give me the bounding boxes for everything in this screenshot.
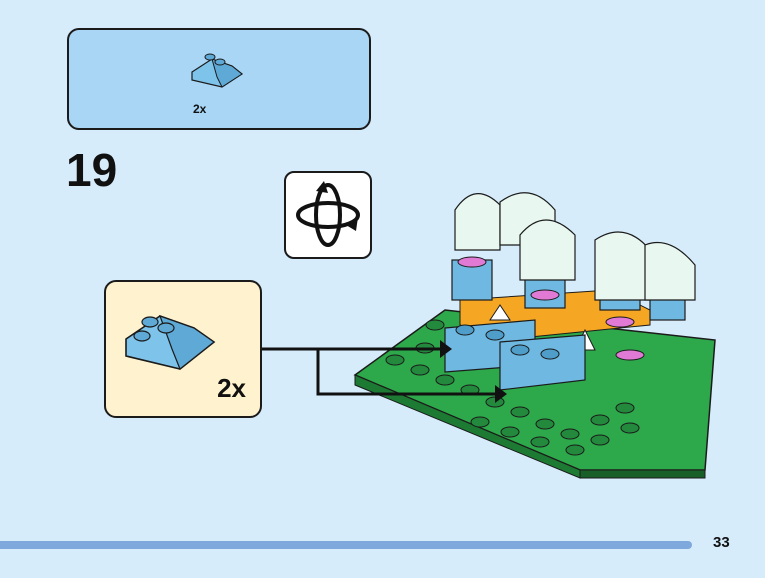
- page-number: 33: [713, 534, 730, 551]
- part-callout-box: 2x: [104, 280, 262, 418]
- slope-brick-icon: [191, 53, 244, 88]
- model-illustration: [353, 192, 716, 479]
- rotate-model-icon: [296, 181, 360, 247]
- callout-quantity: 2x: [217, 373, 246, 403]
- parts-quantity: 2x: [193, 102, 207, 116]
- step-number: 19: [66, 144, 118, 196]
- slope-brick-large-icon: [125, 315, 216, 370]
- parts-list-box: 2x: [67, 28, 371, 130]
- footer-bar: [0, 541, 692, 549]
- rotate-indicator-box: [284, 171, 372, 259]
